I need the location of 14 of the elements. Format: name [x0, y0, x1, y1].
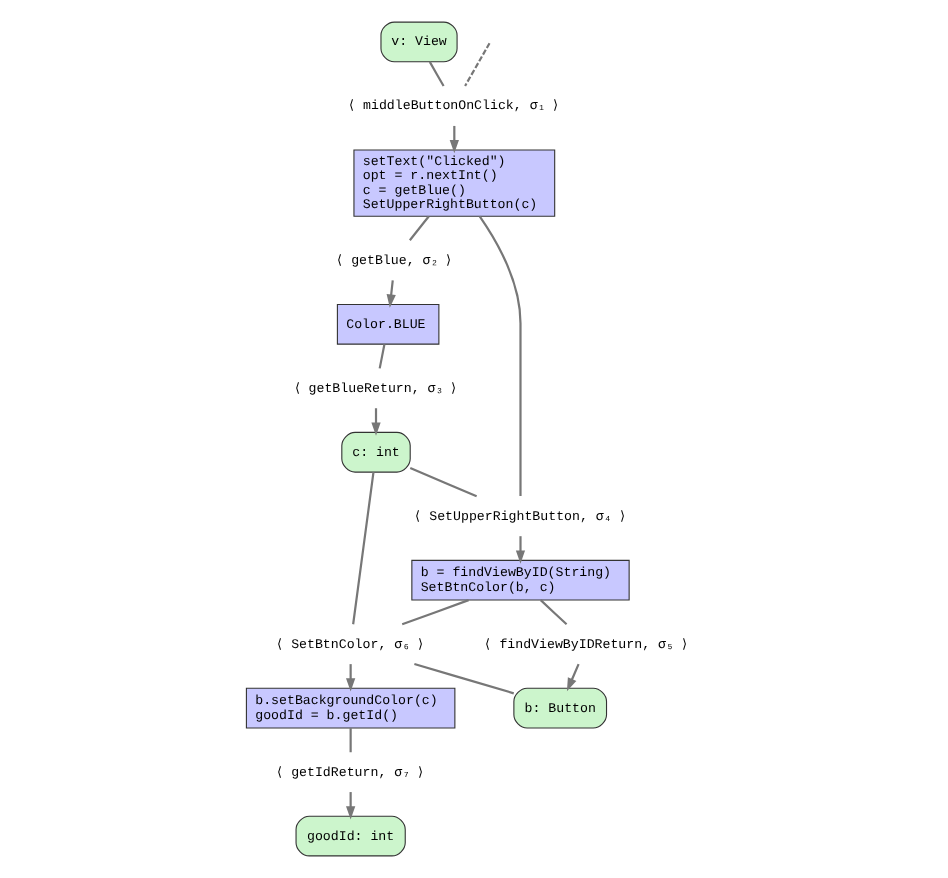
- arrow: [385, 280, 395, 308]
- arrow: [565, 663, 579, 692]
- connector: [377, 344, 385, 369]
- connector: [463, 42, 490, 87]
- connector: [348, 728, 351, 753]
- connector: [413, 662, 514, 695]
- connector: [400, 599, 468, 626]
- arrow: [514, 536, 525, 564]
- connector: [538, 599, 567, 626]
- connector: [477, 215, 521, 496]
- connector: [408, 466, 477, 498]
- connector: [351, 472, 374, 625]
- connector: [408, 215, 429, 241]
- connector: [427, 61, 444, 87]
